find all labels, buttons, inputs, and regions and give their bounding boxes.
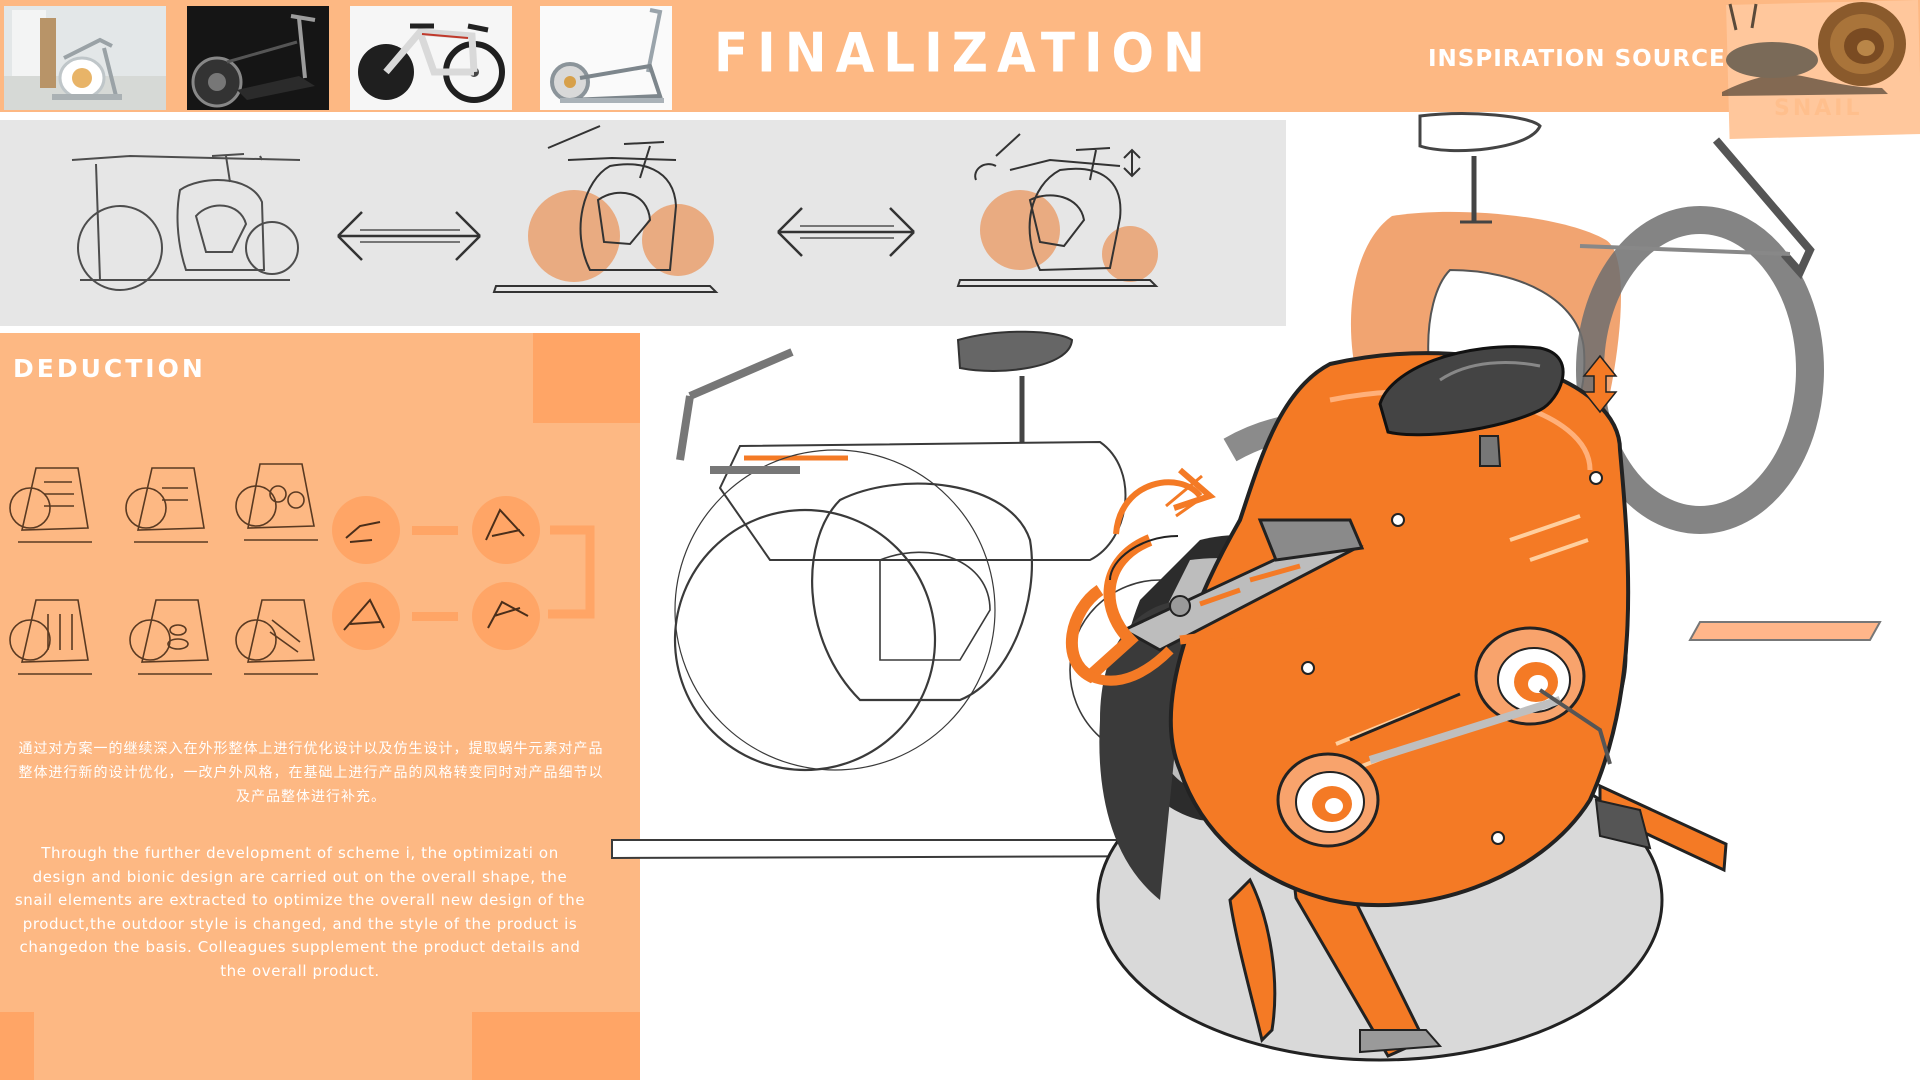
reference-thumb-1 [4,6,166,110]
description-cn: 通过对方案一的继续深入在外形整体上进行优化设计以及仿生设计，提取蜗牛元素对产品整… [18,740,604,804]
snail-label: SNAIL [1774,96,1863,121]
inspiration-source-label: INSPIRATION SOURCE [1428,46,1726,72]
sketch-2 [492,125,719,293]
refresh-arrow-icon [1113,467,1216,535]
sketch-1 [71,153,301,291]
accent-block [0,1012,34,1080]
reference-thumb-2 [187,6,329,110]
accent-block [533,333,640,423]
reference-thumb-4 [540,6,672,110]
detail-circles [332,496,595,650]
description-en: Through the further development of schem… [14,844,586,980]
handlebar [1065,518,1365,686]
sketch-evolution [71,125,1159,293]
sketch-3 [956,133,1159,287]
deduction-title: DEDUCTION [13,354,206,383]
seat [1378,345,1565,467]
main-body [1168,351,1631,908]
page-title: FINALIZATION [714,21,1214,85]
deduction-panel [0,333,640,1080]
accent-block [472,1012,640,1080]
variant-sketches [9,463,595,675]
reference-thumb-3 [350,6,512,110]
vertical-arrow-icon [1582,354,1618,414]
snail-image [1712,0,1912,96]
variant-row-2 [9,599,318,675]
variant-row-1 [9,463,318,543]
double-arrow-icon [777,207,915,257]
double-arrow-icon [337,211,481,261]
